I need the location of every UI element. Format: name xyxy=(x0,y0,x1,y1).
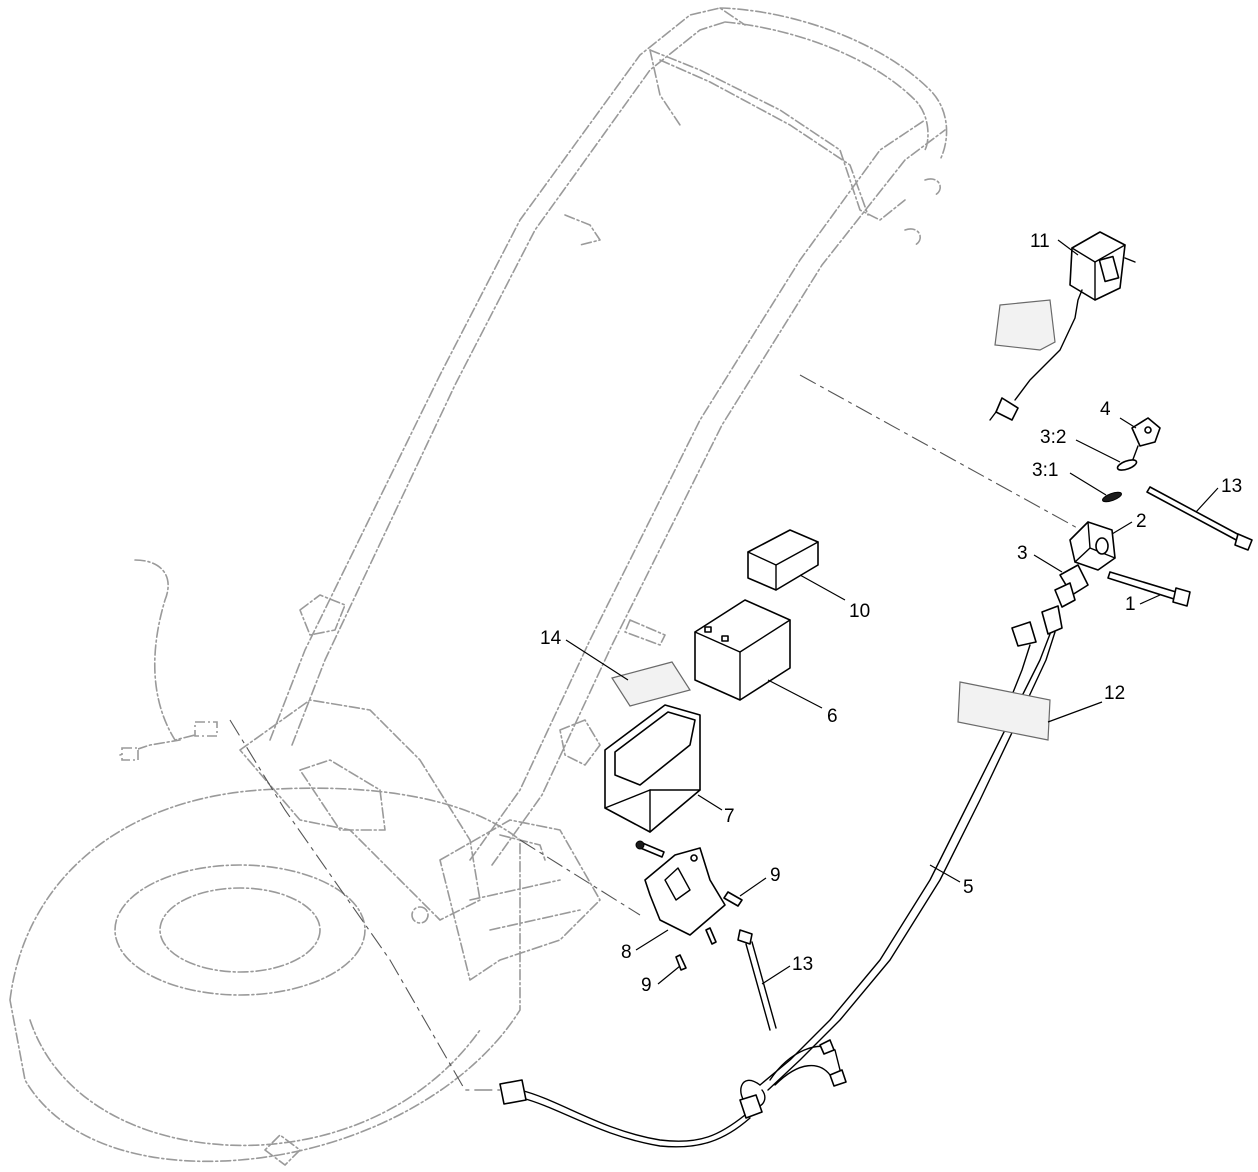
leader-lines xyxy=(565,239,1219,985)
mower-ghost xyxy=(9,7,948,1166)
part-key xyxy=(1131,417,1161,463)
callout-9-upper: 9 xyxy=(770,865,781,886)
callout-9-lower: 9 xyxy=(641,975,652,996)
callout-14: 14 xyxy=(540,628,562,649)
callout-10: 10 xyxy=(849,601,870,622)
callout-labels: 11 4 3:2 3:1 13 2 3 1 10 14 6 12 7 9 5 8… xyxy=(540,231,1242,996)
part-nut-3-2 xyxy=(1116,459,1138,471)
callout-3-1: 3:1 xyxy=(1032,460,1058,481)
callout-13-lower: 13 xyxy=(792,954,813,975)
part-decal-14 xyxy=(611,661,691,707)
part-battery xyxy=(694,599,791,701)
callout-12: 12 xyxy=(1104,683,1125,704)
callout-3-2: 3:2 xyxy=(1040,427,1066,448)
part-foam xyxy=(747,529,819,591)
part-switch xyxy=(1054,564,1089,608)
callout-4: 4 xyxy=(1100,399,1111,420)
callout-11: 11 xyxy=(1030,231,1050,252)
assembly-lines xyxy=(229,374,1091,1091)
charger-decal xyxy=(994,299,1056,351)
callout-8: 8 xyxy=(621,942,632,963)
callout-2: 2 xyxy=(1136,511,1147,532)
part-cable-tie-lower xyxy=(737,929,777,1031)
part-charger xyxy=(989,231,1136,421)
part-cable-tie-upper xyxy=(1146,486,1253,551)
callout-6: 6 xyxy=(827,706,838,727)
part-wire-harness xyxy=(499,605,1063,1148)
part-battery-box xyxy=(604,704,701,833)
part-washer-3-1 xyxy=(1102,491,1122,503)
callout-13-upper: 13 xyxy=(1221,476,1242,497)
callout-5: 5 xyxy=(963,877,974,898)
part-decal-12 xyxy=(957,681,1051,741)
callout-1: 1 xyxy=(1125,594,1136,615)
callout-3: 3 xyxy=(1017,543,1028,564)
part-bolt xyxy=(1107,571,1191,607)
part-bracket xyxy=(644,847,726,936)
callout-7: 7 xyxy=(724,806,735,827)
part-screws xyxy=(635,840,743,971)
part-key-switch-housing xyxy=(1069,521,1116,571)
